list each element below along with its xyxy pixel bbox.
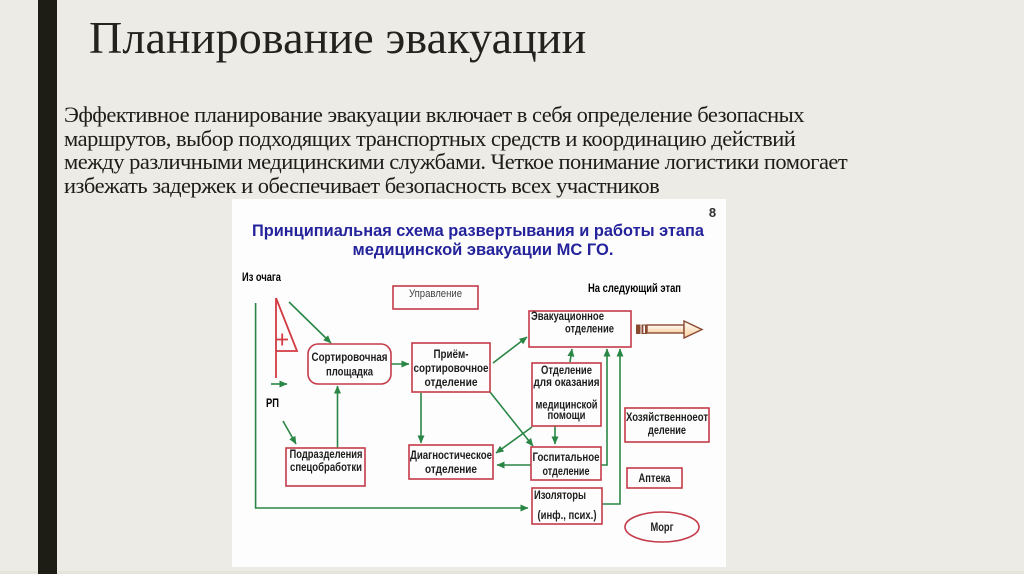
svg-text:Госпитальное: Госпитальное bbox=[533, 452, 600, 464]
svg-text:8: 8 bbox=[709, 205, 716, 220]
svg-text:Хозяйственноеот: Хозяйственноеот bbox=[626, 412, 708, 424]
svg-text:РП: РП bbox=[266, 398, 279, 410]
svg-text:Из очага: Из очага bbox=[242, 272, 281, 284]
svg-text:Управление: Управление bbox=[409, 288, 462, 300]
svg-text:Отделение: Отделение bbox=[541, 365, 592, 377]
svg-text:Изоляторы: Изоляторы bbox=[534, 490, 586, 502]
svg-text:отделение: отделение bbox=[425, 464, 477, 476]
svg-text:площадка: площадка bbox=[326, 367, 373, 379]
svg-text:Эвакуационное: Эвакуационное bbox=[531, 311, 604, 323]
svg-text:помощи: помощи bbox=[548, 410, 586, 422]
svg-text:Приём-: Приём- bbox=[434, 349, 469, 361]
svg-text:Морг: Морг bbox=[651, 522, 674, 534]
svg-text:Аптека: Аптека bbox=[639, 473, 671, 485]
svg-text:(инф., псих.): (инф., псих.) bbox=[538, 510, 597, 522]
svg-text:Сортировочная: Сортировочная bbox=[312, 352, 388, 364]
svg-text:Принципиальная схема развертыв: Принципиальная схема развертывания и раб… bbox=[252, 221, 705, 240]
svg-text:медицинской эвакуации МС ГО.: медицинской эвакуации МС ГО. bbox=[353, 240, 614, 259]
svg-text:сортировочное: сортировочное bbox=[414, 363, 489, 375]
svg-text:медицинской: медицинской bbox=[536, 400, 598, 412]
svg-text:Диагностическое: Диагностическое bbox=[410, 450, 492, 462]
svg-text:На следующий этап: На следующий этап bbox=[588, 283, 681, 295]
svg-text:отделение: отделение bbox=[565, 324, 614, 336]
svg-text:отделение: отделение bbox=[425, 377, 478, 389]
svg-text:Подразделения: Подразделения bbox=[290, 449, 363, 461]
svg-text:отделение: отделение bbox=[543, 466, 590, 478]
svg-text:спецобработки: спецобработки bbox=[290, 462, 362, 474]
svg-text:для оказания: для оказания bbox=[534, 377, 600, 389]
svg-text:деление: деление bbox=[648, 425, 686, 437]
